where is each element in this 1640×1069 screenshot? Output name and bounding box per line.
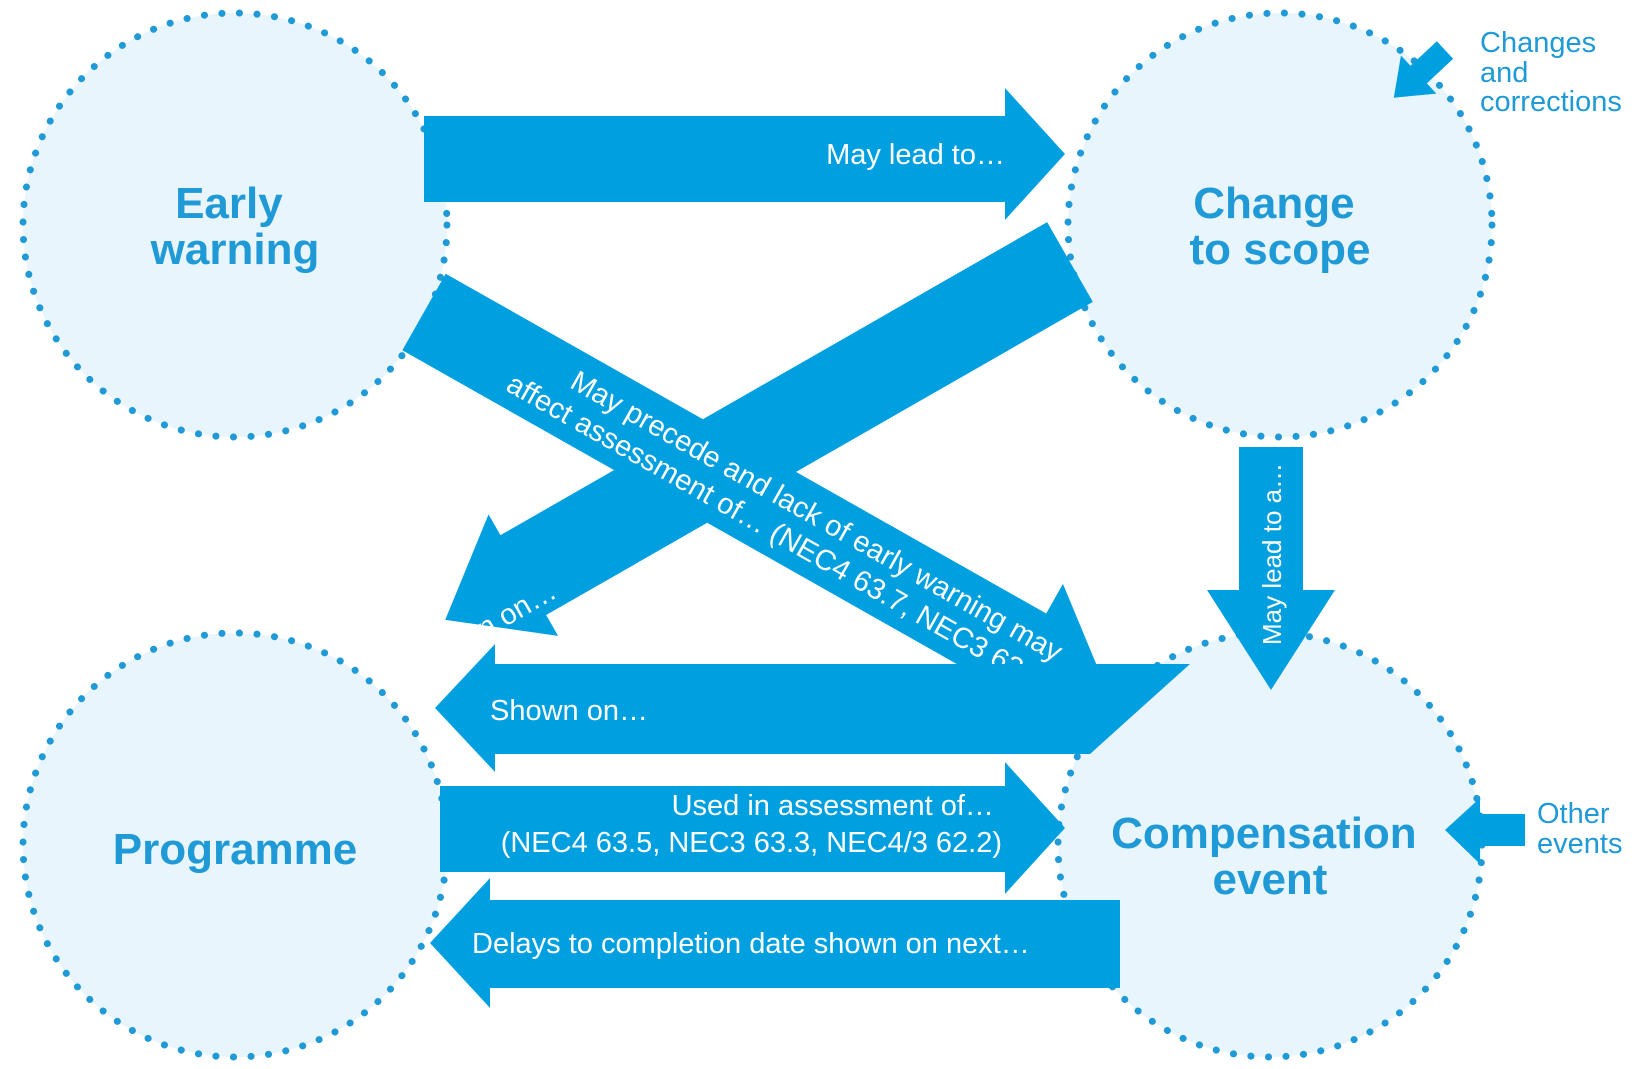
arrow-used-in-assessment-label: Used in assessment of… (NEC4 63.5, NEC3 … bbox=[501, 790, 1002, 859]
arrow-delays-label: Delays to completion date shown on next… bbox=[472, 928, 1030, 960]
early-warning-line2: warning bbox=[150, 225, 320, 274]
early-warning-circle bbox=[19, 9, 451, 441]
arrow-may-lead-to: May lead to… bbox=[424, 88, 1065, 220]
arrow-shown-on-horizontal-label: Shown on… bbox=[490, 695, 648, 727]
changes-line2: and bbox=[1480, 57, 1528, 89]
arrow-may-lead-to-label: May lead to… bbox=[826, 139, 1005, 171]
early-warning-line1: Early bbox=[175, 179, 283, 228]
changes-line1: Changes bbox=[1480, 27, 1596, 59]
change-to-scope-line1: Change bbox=[1193, 179, 1354, 228]
changes-corrections-label: Changes and corrections bbox=[1480, 27, 1622, 118]
arrow-delays: Delays to completion date shown on next… bbox=[430, 878, 1120, 1008]
arrow-other-events bbox=[1445, 798, 1525, 864]
change-to-scope-circle bbox=[1064, 9, 1496, 441]
arrow-used-in-assessment: Used in assessment of… (NEC4 63.5, NEC3 … bbox=[440, 762, 1065, 894]
arrow-shown-on-horizontal: Shown on… bbox=[435, 644, 1190, 772]
other-events-label: Other events bbox=[1537, 798, 1622, 860]
compensation-event-line2: event bbox=[1213, 855, 1328, 904]
early-warning-title: Early warning bbox=[150, 179, 320, 274]
programme-title: Programme bbox=[113, 825, 358, 874]
used-in-line2: (NEC4 63.5, NEC3 63.3, NEC4/3 62.2) bbox=[501, 827, 1002, 859]
other-line1: Other bbox=[1537, 798, 1610, 830]
arrow-may-lead-to-a: May lead to a… bbox=[1207, 447, 1335, 690]
compensation-event-title: Compensation event bbox=[1111, 809, 1429, 904]
arrow-changes-corrections bbox=[1393, 41, 1454, 98]
change-to-scope-line2: to scope bbox=[1190, 225, 1371, 274]
arrow-may-lead-to-a-label: May lead to a… bbox=[1257, 463, 1287, 645]
compensation-event-line1: Compensation bbox=[1111, 809, 1417, 858]
changes-line3: corrections bbox=[1480, 86, 1622, 118]
other-line2: events bbox=[1537, 828, 1622, 860]
used-in-line1: Used in assessment of… bbox=[672, 790, 994, 822]
change-to-scope-title: Change to scope bbox=[1190, 179, 1371, 274]
